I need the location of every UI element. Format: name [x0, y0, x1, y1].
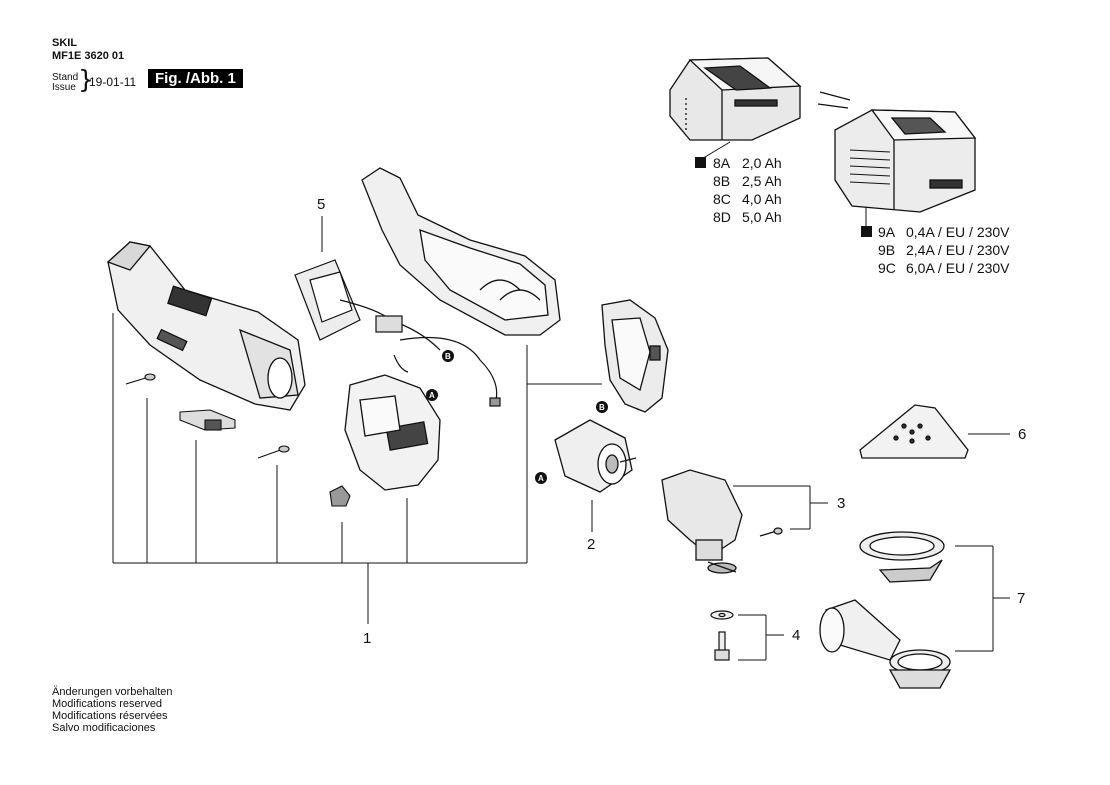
charger-value-1: 2,4A / EU / 230V — [906, 242, 1010, 258]
sanding-pad-illustration — [859, 404, 969, 459]
note-fr: Modifications réservées — [52, 710, 168, 722]
charger-value-2: 6,0A / EU / 230V — [906, 260, 1010, 276]
charger-code-1: 9B — [878, 242, 895, 258]
callout-4: 4 — [792, 627, 800, 644]
svg-text:A: A — [538, 474, 544, 483]
electronics-module-illustration — [294, 259, 501, 407]
brace-glyph: } — [78, 65, 94, 94]
note-es: Salvo modificaciones — [52, 722, 156, 734]
charger-value-0: 0,4A / EU / 230V — [906, 224, 1010, 240]
battery-code-3: 8D — [713, 209, 731, 225]
connector-marker-b1: B — [442, 350, 454, 362]
svg-text:B: B — [445, 352, 451, 361]
callout-6: 6 — [1018, 426, 1026, 443]
battery-value-1: 2,5 Ah — [742, 173, 782, 189]
gear-housing-cover-illustration — [344, 374, 441, 491]
washer-bolt-illustration — [710, 610, 734, 661]
stand-label: Stand — [52, 72, 79, 83]
charger-illustration — [817, 91, 977, 213]
callout-3: 3 — [837, 495, 845, 512]
tool-body-illustration — [106, 241, 306, 411]
housing-shell-illustration — [361, 167, 561, 336]
battery-code-2: 8C — [713, 191, 731, 207]
svg-text:B: B — [599, 403, 605, 412]
small-parts-illustration — [125, 373, 351, 507]
battery-value-2: 4,0 Ah — [742, 191, 782, 207]
battery-code-1: 8B — [713, 173, 730, 189]
issue-date: 19-01-11 — [89, 75, 137, 89]
callout-7: 7 — [1017, 590, 1025, 607]
gear-head-illustration — [661, 469, 783, 574]
svg-text:A: A — [429, 391, 435, 400]
battery-value-3: 5,0 Ah — [742, 209, 782, 225]
callout-2: 2 — [587, 536, 595, 553]
connector-marker-a2: A — [535, 472, 547, 484]
figure-label: Fig. /Abb. 1 — [148, 69, 243, 88]
callout-1: 1 — [363, 630, 371, 647]
battery-code-0: 8A — [713, 155, 731, 171]
note-de: Änderungen vorbehalten — [52, 686, 173, 698]
battery-value-0: 2,0 Ah — [742, 155, 782, 171]
motor-illustration — [554, 419, 637, 493]
default-variant-marker-9 — [861, 226, 872, 237]
issue-label: Issue — [52, 82, 76, 93]
front-housing-illustration — [601, 299, 669, 413]
connector-marker-b2: B — [596, 401, 608, 413]
default-variant-marker-8 — [695, 157, 706, 168]
battery-pack-illustration — [669, 57, 802, 141]
note-en: Modifications reserved — [52, 698, 163, 710]
leader-lines-1 — [112, 141, 1010, 661]
connector-marker-a1: A — [426, 389, 438, 401]
model-number: MF1E 3620 01 — [52, 50, 125, 62]
dust-extraction-illustration — [819, 531, 952, 689]
brand-name: SKIL — [52, 37, 78, 49]
callout-5: 5 — [317, 196, 325, 213]
charger-code-2: 9C — [878, 260, 896, 276]
charger-code-0: 9A — [878, 224, 896, 240]
